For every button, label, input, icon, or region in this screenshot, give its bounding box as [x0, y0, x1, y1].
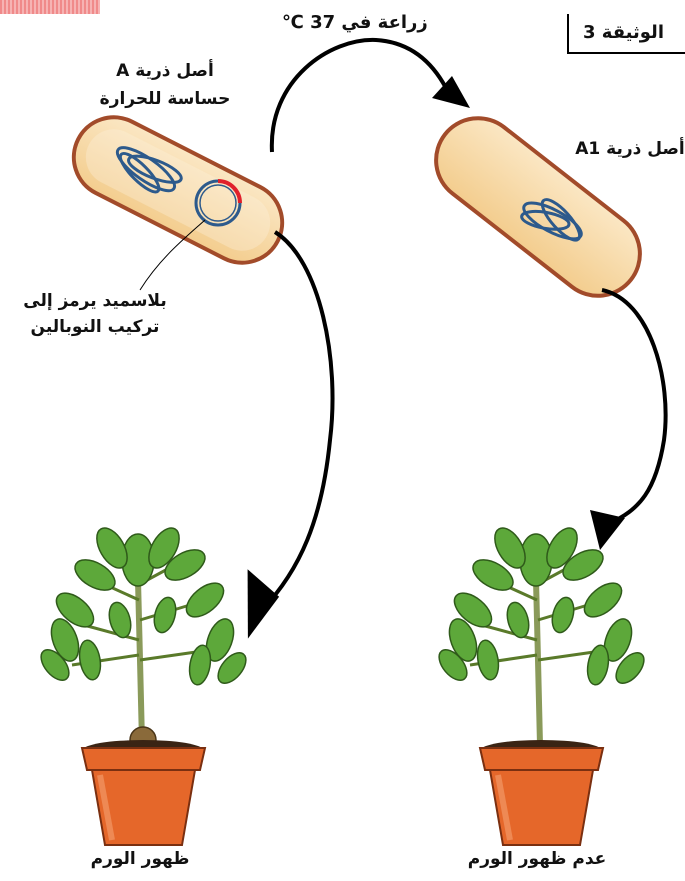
- plant-left: [36, 523, 251, 753]
- culture-arrow: [272, 40, 470, 152]
- bacterium-a1: [419, 101, 657, 312]
- pot-left: [82, 740, 205, 845]
- plant-right: [434, 523, 649, 745]
- infection-arrow-left: [225, 232, 332, 644]
- pot-right: [480, 740, 603, 845]
- bacterium-a: [60, 104, 296, 277]
- infection-arrow-right: [590, 290, 666, 550]
